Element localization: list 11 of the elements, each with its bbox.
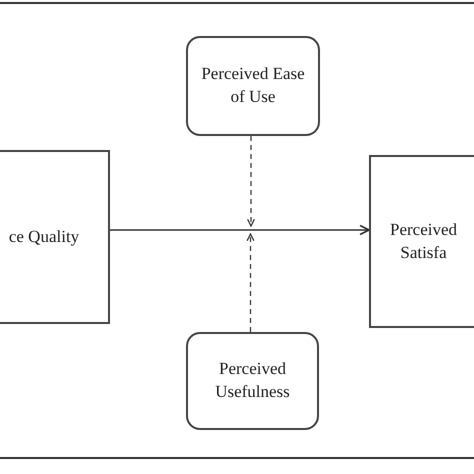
- node-label: Perceived Satisfa: [388, 218, 458, 264]
- node-label: Perceived Ease of Use: [200, 63, 306, 108]
- process-box: [369, 155, 474, 328]
- rounded-box: [186, 332, 319, 430]
- dashed-arrow: [247, 136, 255, 227]
- arrow: [110, 224, 370, 236]
- rounded-box: [186, 36, 320, 136]
- node-label: Perceived Usefulness: [214, 358, 291, 403]
- dashed-arrow: [246, 233, 254, 332]
- node-label: ce Quality: [8, 226, 80, 248]
- process-box: [0, 150, 110, 324]
